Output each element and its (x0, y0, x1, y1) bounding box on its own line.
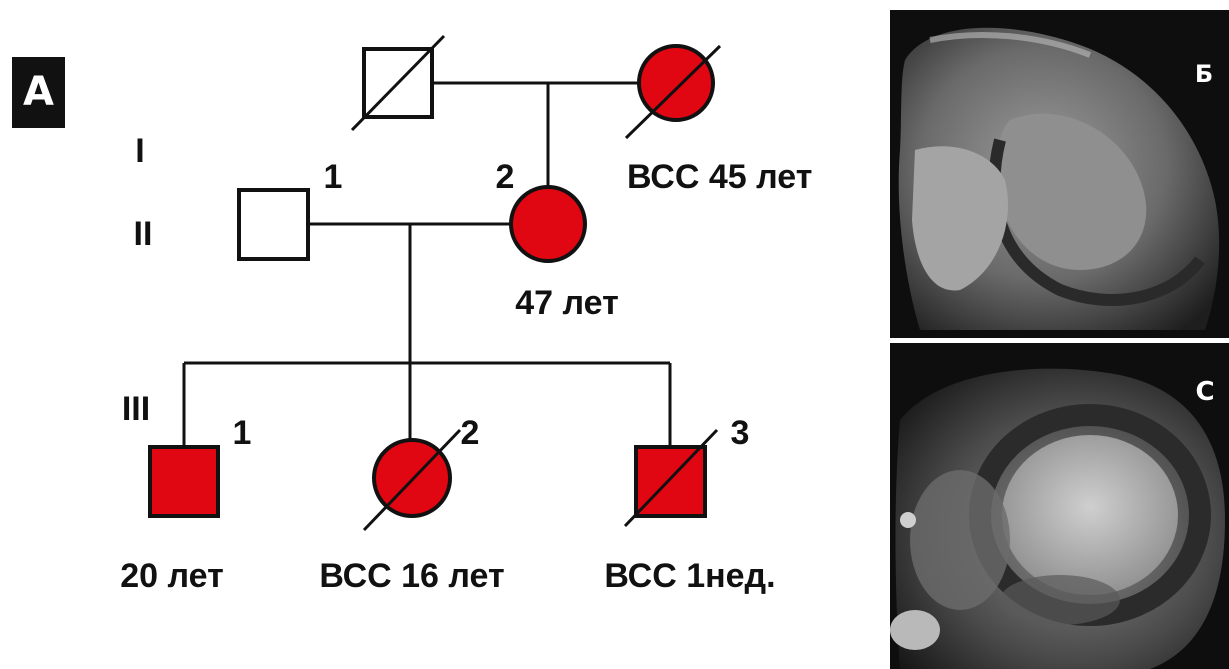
gen1-mother-number: 2 (496, 158, 515, 196)
gen2-mother (509, 185, 587, 263)
generation-label-3: III (122, 390, 150, 428)
mri-c-dot (900, 512, 916, 528)
male-symbol (237, 188, 310, 261)
mri-b-ventricle (997, 113, 1147, 270)
gen2-father (237, 188, 310, 261)
pedigree-lines (182, 81, 672, 447)
female-symbol (637, 44, 715, 122)
deceased-slash (350, 34, 446, 132)
gen2-mother-note: 47 лет (515, 284, 619, 322)
deceased-slash (623, 428, 719, 528)
gen3-child-1-note: 20 лет (120, 557, 224, 595)
gen3-child-1-number: 1 (233, 414, 252, 452)
gen1-father-number: 1 (324, 158, 343, 196)
gen3-child-3-note: ВСС 1нед. (604, 557, 775, 595)
gen1-father (350, 34, 446, 132)
gen3-child-3-number: 3 (731, 414, 750, 452)
male-symbol (634, 445, 707, 518)
gen3-child-2-number: 2 (461, 414, 480, 452)
female-symbol (509, 185, 587, 263)
gen1-mother (624, 44, 722, 140)
generation-label-2: II (134, 215, 153, 253)
deceased-slash (624, 44, 722, 140)
panel-b-label: Б (1195, 60, 1213, 88)
mri-panel-b: Б (890, 10, 1229, 338)
mri-c-cavity (1002, 435, 1178, 595)
gen3-child-1 (148, 445, 220, 518)
deceased-slash (362, 428, 462, 532)
mri-c-vessel (890, 610, 940, 650)
mri-b-highlight (929, 32, 1092, 58)
mri-b-atrium (912, 146, 1008, 291)
panel-a-label: А (23, 69, 54, 115)
generation-label-1: I (135, 132, 144, 170)
gen3-child-2-note: ВСС 16 лет (319, 557, 504, 595)
gen3-child-2 (362, 428, 462, 532)
male-symbol (148, 445, 220, 518)
gen1-mother-note: ВСС 45 лет (627, 158, 812, 196)
mri-c-trabeculae (1000, 575, 1120, 625)
panel-a-badge-bg (12, 57, 65, 128)
panel-a-badge: А (12, 57, 65, 128)
gen3-child-3 (623, 428, 719, 528)
panel-c-label: С (1195, 377, 1214, 407)
mri-panel-c: С (890, 343, 1229, 669)
mri-c-right-ventricle (910, 470, 1010, 610)
